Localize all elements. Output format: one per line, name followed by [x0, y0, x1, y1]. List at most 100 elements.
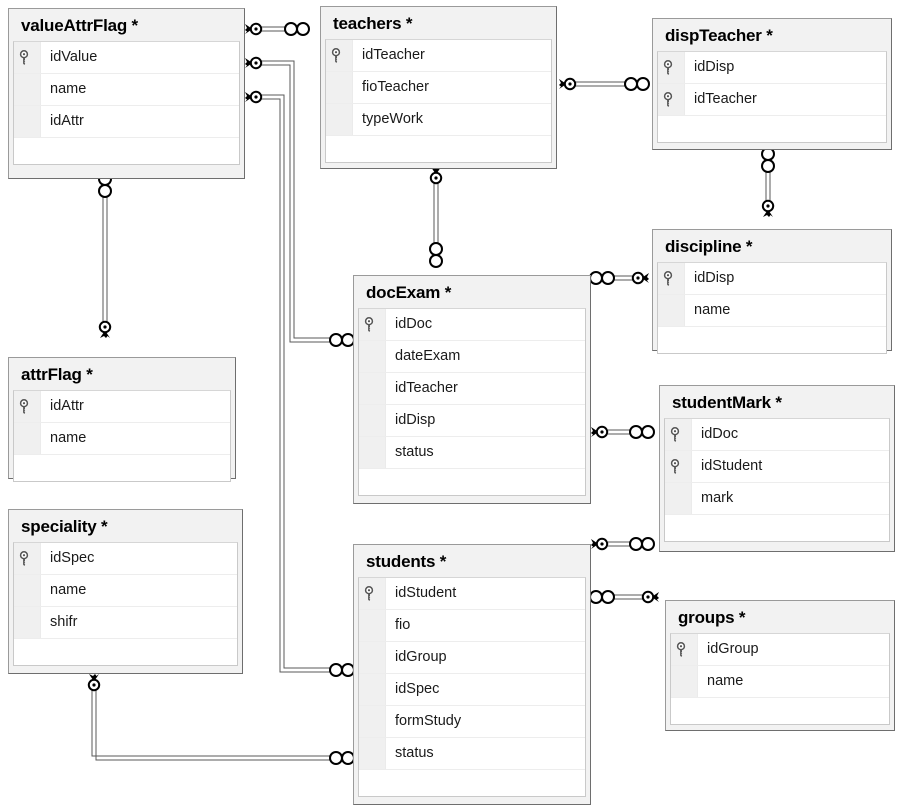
- primary-key-icon: [669, 427, 687, 443]
- endpoint-one-groups-left: [641, 590, 660, 604]
- attribute-row[interactable]: status: [359, 738, 585, 770]
- endpoint-one-teachers-right: [558, 77, 577, 91]
- key-icon: [670, 459, 680, 474]
- entity-groups[interactable]: groups * idGroup name: [665, 600, 895, 731]
- attribute-row[interactable]: idDoc: [359, 309, 585, 341]
- attribute-gutter: [359, 341, 386, 372]
- attribute-list-filler: [14, 455, 230, 481]
- attribute-name: shifr: [50, 614, 78, 630]
- endpoint-many-dispteacher-bottom: [761, 147, 775, 173]
- attribute-list-filler: [665, 515, 889, 541]
- endpoint-one-valueattrflag-teachers: [244, 22, 263, 36]
- attribute-row[interactable]: idStudent: [359, 578, 585, 610]
- endpoint-many-dispteacher-left: [624, 77, 650, 91]
- attribute-gutter: [14, 391, 41, 422]
- attribute-gutter: [359, 706, 386, 737]
- attribute-row[interactable]: idSpec: [14, 543, 237, 575]
- key-icon: [364, 586, 374, 601]
- attribute-gutter: [14, 607, 41, 638]
- attribute-row[interactable]: name: [14, 575, 237, 607]
- attribute-gutter: [359, 674, 386, 705]
- attribute-row[interactable]: name: [658, 295, 886, 327]
- attribute-row[interactable]: idTeacher: [326, 40, 551, 72]
- attribute-row[interactable]: formStudy: [359, 706, 585, 738]
- attribute-name: mark: [701, 490, 734, 506]
- attribute-row[interactable]: mark: [665, 483, 889, 515]
- attribute-row[interactable]: idAttr: [14, 106, 239, 138]
- attribute-row[interactable]: fioTeacher: [326, 72, 551, 104]
- attribute-gutter: [359, 405, 386, 436]
- entity-title-speciality: speciality *: [21, 517, 108, 536]
- connector-dispteacher-discipline: [765, 165, 771, 201]
- attribute-row[interactable]: dateExam: [359, 341, 585, 373]
- attribute-row[interactable]: idStudent: [665, 451, 889, 483]
- attribute-name: idSpec: [395, 681, 440, 697]
- attribute-row[interactable]: idGroup: [671, 634, 889, 666]
- primary-key-icon: [675, 642, 693, 658]
- attribute-row[interactable]: idTeacher: [359, 373, 585, 405]
- connector-valueattrflag-attrflag: [102, 190, 108, 322]
- attribute-row[interactable]: idDisp: [658, 52, 886, 84]
- primary-key-icon: [18, 50, 36, 66]
- attribute-row[interactable]: idTeacher: [658, 84, 886, 116]
- key-icon: [331, 48, 341, 63]
- attribute-row[interactable]: typeWork: [326, 104, 551, 136]
- attribute-row[interactable]: idValue: [14, 42, 239, 74]
- attribute-name: idDoc: [395, 316, 433, 332]
- attribute-gutter: [359, 373, 386, 404]
- attribute-gutter: [359, 578, 386, 609]
- attribute-name: idTeacher: [694, 91, 757, 107]
- attribute-row[interactable]: status: [359, 437, 585, 469]
- attribute-name: fioTeacher: [362, 79, 429, 95]
- primary-key-icon: [662, 92, 680, 108]
- attribute-row[interactable]: idGroup: [359, 642, 585, 674]
- endpoint-one-discipline-left: [631, 271, 650, 285]
- primary-key-icon: [363, 586, 381, 602]
- attribute-name: idGroup: [707, 641, 759, 657]
- endpoint-one-docexam-right-lower: [590, 425, 609, 439]
- attribute-name: idStudent: [701, 458, 763, 474]
- attribute-row[interactable]: idDoc: [665, 419, 889, 451]
- attribute-name: fio: [395, 617, 411, 633]
- attribute-row[interactable]: idAttr: [14, 391, 230, 423]
- attribute-name: idTeacher: [395, 380, 458, 396]
- attribute-row[interactable]: idDisp: [658, 263, 886, 295]
- attribute-gutter: [14, 106, 41, 137]
- attribute-list-filler: [658, 327, 886, 353]
- connector-valueattrflag-students: [256, 94, 341, 673]
- attribute-gutter: [326, 72, 353, 103]
- attribute-row[interactable]: name: [14, 423, 230, 455]
- attribute-row[interactable]: fio: [359, 610, 585, 642]
- attribute-name: idDisp: [694, 59, 735, 75]
- endpoint-one-valueattrflag-students: [244, 90, 263, 104]
- attribute-row[interactable]: name: [671, 666, 889, 698]
- primary-key-icon: [662, 60, 680, 76]
- entity-title-attrFlag: attrFlag *: [21, 365, 93, 384]
- key-icon: [19, 399, 29, 414]
- attribute-list-valueAttrFlag: idValue name idAttr: [13, 41, 240, 165]
- primary-key-icon: [18, 551, 36, 567]
- attribute-row[interactable]: name: [14, 74, 239, 106]
- attribute-name: name: [50, 81, 87, 97]
- attribute-gutter: [665, 483, 692, 514]
- endpoint-many-docexam-top: [429, 242, 443, 268]
- attribute-row[interactable]: shifr: [14, 607, 237, 639]
- entity-title-groups: groups *: [678, 608, 746, 627]
- attribute-row[interactable]: idSpec: [359, 674, 585, 706]
- attribute-row[interactable]: idDisp: [359, 405, 585, 437]
- attribute-gutter: [658, 84, 685, 115]
- attribute-gutter: [359, 610, 386, 641]
- attribute-list-dispTeacher: idDisp idTeacher: [657, 51, 887, 143]
